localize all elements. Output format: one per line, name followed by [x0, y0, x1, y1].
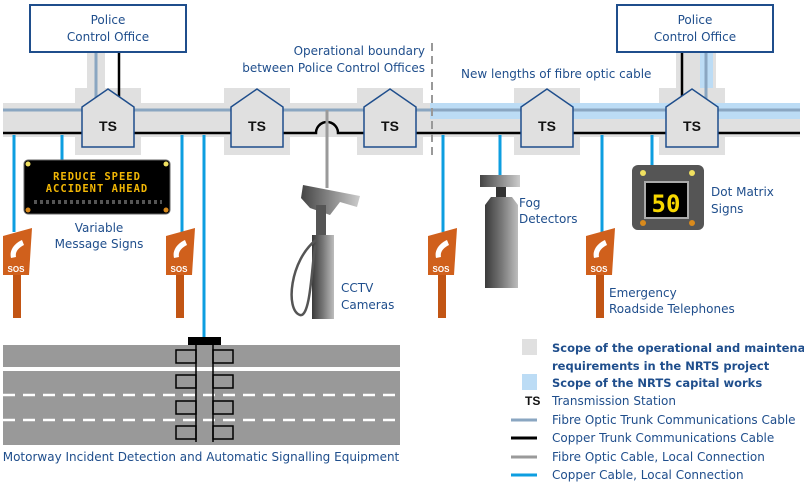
variable-message-sign: REDUCE SPEED ACCIDENT AHEAD	[23, 159, 171, 215]
legend-item: Copper Trunk Communications Cable	[511, 431, 774, 445]
transmission-station: TS	[520, 88, 574, 148]
cctv-label-1: CCTV	[341, 281, 374, 295]
dot-matrix-label-1: Dot Matrix	[711, 185, 774, 199]
sos-label: SOS	[171, 265, 189, 274]
legend-label: Transmission Station	[551, 394, 676, 408]
cctv-camera	[290, 185, 360, 319]
dot-matrix-value: 50	[652, 190, 681, 218]
emergency-phone: SOS	[586, 228, 615, 318]
transmission-station: TS	[363, 88, 417, 148]
fog-label-2: Detectors	[519, 212, 578, 226]
legend: Scope of the operational and maintenance…	[511, 339, 804, 482]
station-label: TS	[683, 118, 701, 134]
dot-matrix-label-2: Signs	[711, 202, 743, 216]
phone-icon	[593, 240, 607, 258]
legend-item: TS Transmission Station	[525, 394, 676, 408]
office-label-2: Control Office	[654, 30, 736, 44]
emergency-phone: SOS	[3, 228, 32, 318]
phone-icon	[435, 240, 449, 258]
sos-label: SOS	[433, 265, 451, 274]
police-control-office-right: Police Control Office	[616, 4, 774, 53]
local-connections	[12, 110, 654, 337]
motorway	[3, 345, 400, 445]
legend-label: Scope of the NRTS capital works	[552, 376, 762, 390]
transmission-station: TS	[665, 88, 719, 148]
transmission-station: TS	[81, 88, 135, 148]
vms-label-1: Variable	[75, 221, 124, 235]
legend-label: Scope of the operational and maintenance	[552, 341, 804, 355]
fog-label-1: Fog	[519, 196, 540, 210]
office-label-1: Police	[91, 13, 126, 27]
vms-text-2: ACCIDENT AHEAD	[46, 183, 149, 195]
legend-label: Fibre Optic Trunk Communications Cable	[552, 413, 796, 427]
scope-om-swatch	[522, 339, 537, 355]
motorway-label: Motorway Incident Detection and Automati…	[3, 450, 400, 464]
legend-label: Copper Cable, Local Connection	[552, 468, 744, 482]
phone-icon	[173, 240, 187, 258]
boundary-label-1: Operational boundary	[294, 44, 425, 58]
phone-label-2: Roadside Telephones	[609, 302, 735, 316]
vms-text-1: REDUCE SPEED	[53, 171, 141, 183]
legend-label-2: requirements in the NRTS project	[552, 359, 770, 373]
legend-item: Scope of the operational and maintenance…	[522, 339, 804, 373]
office-label-2: Control Office	[67, 30, 149, 44]
legend-label: Fibre Optic Cable, Local Connection	[552, 450, 765, 464]
scope-capital-swatch	[522, 374, 537, 390]
station-label: TS	[248, 118, 266, 134]
station-label: TS	[381, 118, 399, 134]
station-label: TS	[538, 118, 556, 134]
transmission-station: TS	[230, 88, 284, 148]
cctv-label-2: Cameras	[341, 298, 394, 312]
emergency-phones: SOS SOS SOS SOS	[3, 228, 615, 318]
legend-item: Fibre Optic Cable, Local Connection	[511, 450, 765, 464]
legend-item: Copper Cable, Local Connection	[511, 468, 744, 482]
legend-label: Copper Trunk Communications Cable	[552, 431, 774, 445]
police-control-office-left: Police Control Office	[29, 4, 187, 53]
legend-item: Scope of the NRTS capital works	[522, 374, 762, 390]
emergency-phone: SOS	[166, 228, 195, 318]
sos-label: SOS	[591, 265, 609, 274]
office-label-1: Police	[678, 13, 713, 27]
vms-label-2: Message Signs	[55, 237, 144, 251]
phone-label-1: Emergency	[609, 286, 677, 300]
new-fibre-label: New lengths of fibre optic cable	[461, 67, 651, 81]
fog-detector	[480, 175, 520, 288]
legend-ts-symbol: TS	[525, 394, 540, 408]
legend-item: Fibre Optic Trunk Communications Cable	[511, 413, 796, 427]
boundary-label-2: between Police Control Offices	[242, 61, 425, 75]
sos-label: SOS	[8, 265, 26, 274]
incident-detection-loops	[175, 337, 234, 442]
transmission-stations: TS TS TS TS TS	[81, 88, 719, 148]
phone-icon	[10, 240, 24, 258]
emergency-phone: SOS	[428, 228, 457, 318]
station-label: TS	[99, 118, 117, 134]
dot-matrix-sign: 50	[632, 165, 704, 230]
